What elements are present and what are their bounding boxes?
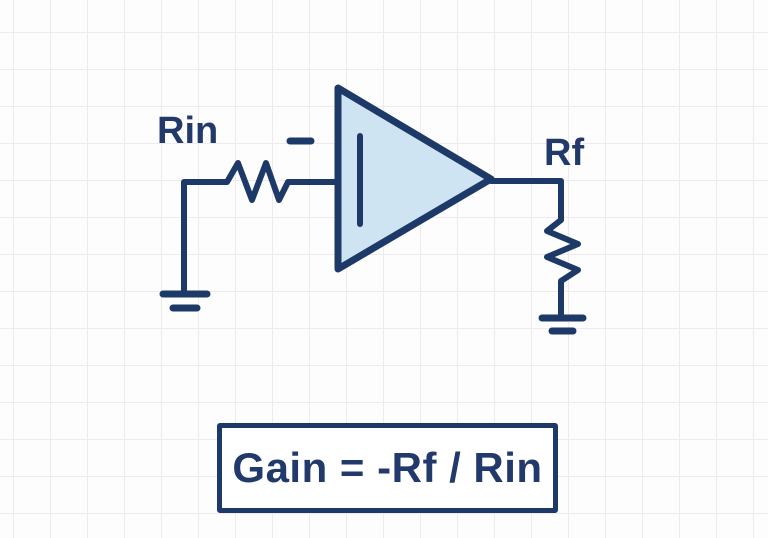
- formula-box: Gain = -Rf / Rin: [217, 423, 558, 513]
- rin-label: Rin: [157, 110, 219, 152]
- output-wire-with-rf-resistor: [488, 178, 581, 320]
- ground-symbol-left: [159, 290, 211, 312]
- opamp-triangle: [334, 84, 495, 273]
- input-wire-with-rin-resistor: [181, 160, 341, 295]
- formula-text: Gain = -Rf / Rin: [232, 444, 543, 491]
- rf-label: Rf: [544, 132, 585, 174]
- ground-symbol-right: [538, 314, 587, 335]
